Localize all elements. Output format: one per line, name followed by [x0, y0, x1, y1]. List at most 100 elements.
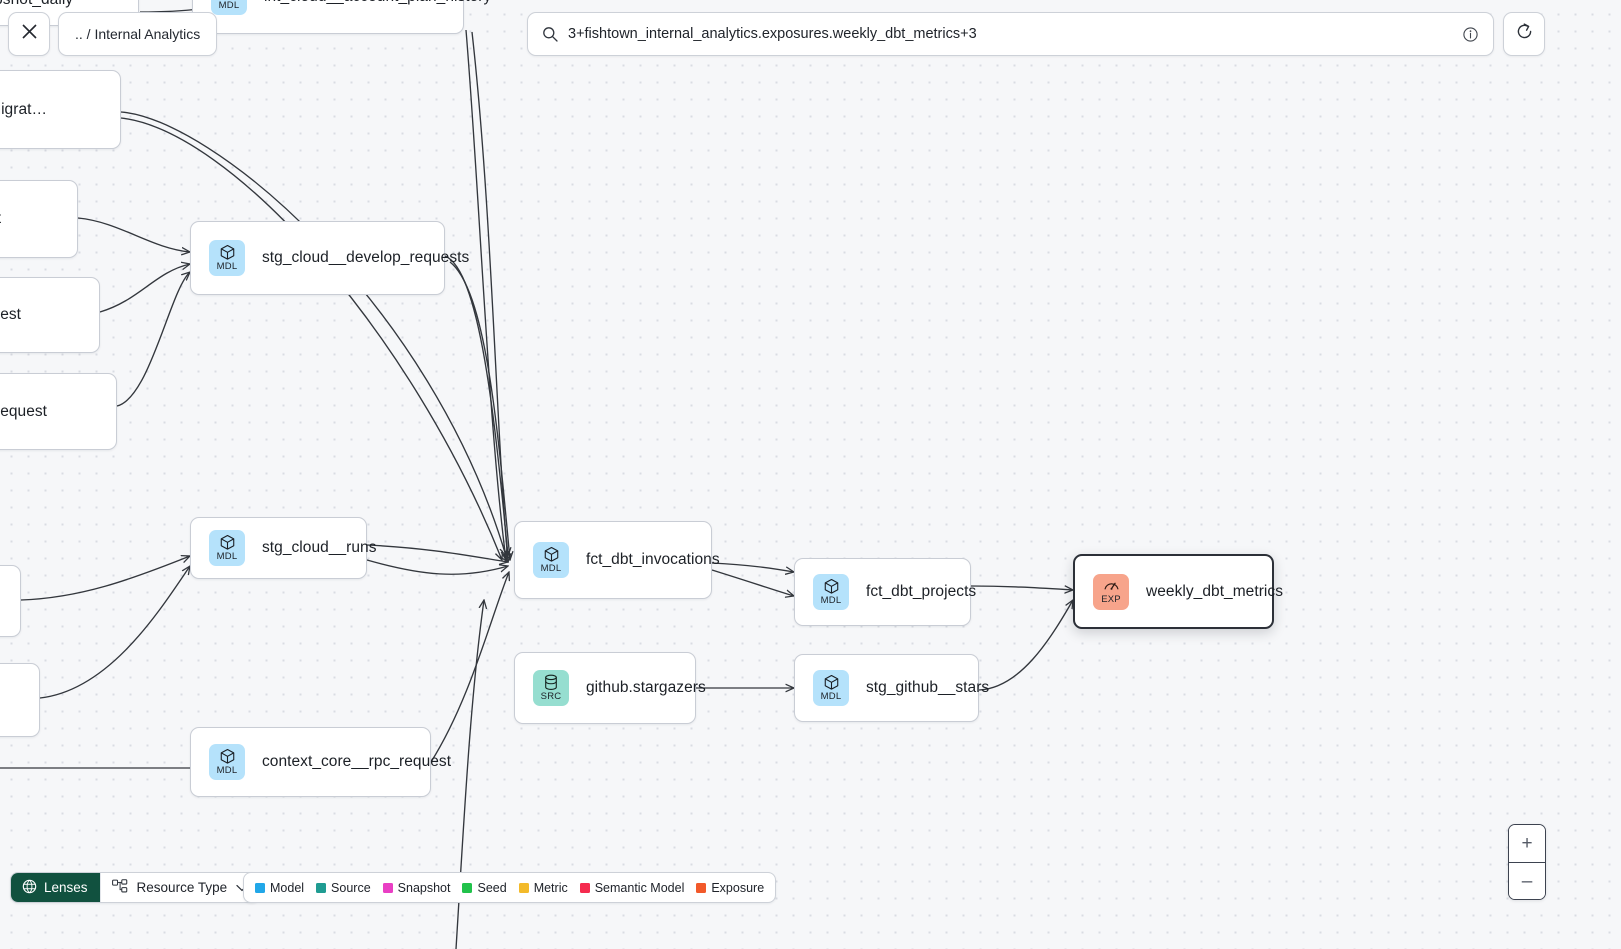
lineage-edge	[39, 566, 190, 699]
lenses-label: Lenses	[44, 880, 88, 895]
lineage-search[interactable]	[527, 12, 1494, 56]
cube-icon	[543, 546, 560, 563]
lineage-edge	[116, 272, 190, 407]
node-label: context_core__rpc_request	[262, 753, 452, 770]
node-label: fct_dbt_invocations	[586, 551, 720, 568]
breadcrumb-label: .. / Internal Analytics	[75, 26, 201, 42]
lineage-node[interactable]: MDL stg_github__stars	[794, 654, 989, 722]
legend-label: Seed	[477, 880, 507, 895]
legend-label: Model	[270, 880, 305, 895]
legend-item[interactable]: Model	[255, 881, 304, 895]
resource-type-label: Resource Type	[136, 880, 228, 895]
lineage-node[interactable]: _develop_request	[0, 373, 117, 450]
node-type-label: MDL	[820, 595, 842, 606]
lineage-node[interactable]: MDL stg_cloud__runs	[190, 517, 376, 579]
cube-icon	[219, 534, 236, 551]
legend-swatch	[579, 882, 590, 893]
lineage-edge	[20, 556, 190, 601]
lineage-node[interactable]: SRC github.stargazers	[514, 652, 706, 724]
node-type-label: SRC	[540, 691, 562, 702]
legend-item[interactable]: Semantic Model	[579, 880, 685, 895]
lineage-edge	[366, 544, 508, 562]
legend-item[interactable]: Source	[316, 881, 371, 895]
zoom-out-button[interactable]: –	[1509, 862, 1545, 899]
analytics-icon	[1103, 578, 1120, 594]
lineage-edge	[120, 117, 502, 560]
lineage-edge	[77, 217, 190, 252]
node-type-label: MDL	[216, 551, 238, 562]
legend-swatch	[382, 882, 393, 893]
lineage-node[interactable]: velop_request	[0, 277, 100, 353]
node-label: github.stargazers	[586, 679, 706, 696]
zoom-in-button[interactable]: +	[1509, 825, 1545, 862]
lineage-edge	[366, 559, 508, 575]
node-label: _develop_request	[0, 402, 48, 420]
legend-label: Semantic Model	[594, 880, 685, 895]
node-type-label: MDL	[540, 563, 562, 574]
resource-type-dropdown[interactable]: Resource Type	[99, 873, 260, 902]
lineage-node[interactable]: MDL context_core__rpc_request	[190, 727, 451, 797]
search-input[interactable]	[568, 26, 1452, 42]
node-label: stg_github__stars	[866, 679, 990, 696]
lens-control-group: Lenses Resource Type	[10, 872, 261, 903]
search-icon	[542, 26, 558, 42]
legend-item[interactable]: Snapshot	[382, 880, 451, 895]
lineage-edge	[711, 569, 794, 596]
legend-label: Exposure	[711, 880, 765, 895]
node-type-label: EXP	[1101, 594, 1121, 605]
legend-label: Metric	[533, 880, 568, 895]
lineage-node[interactable]: MDL fct_dbt_invocations	[514, 521, 720, 599]
legend-item[interactable]: Seed	[462, 880, 507, 895]
lineage-node[interactable]: multicell_migrat…	[0, 70, 121, 149]
node-label: int_cloud__account_plan_history	[264, 0, 491, 6]
breadcrumb[interactable]: .. / Internal Analytics	[58, 12, 218, 56]
node-type-label: MDL	[216, 765, 238, 776]
lineage-edge	[471, 31, 508, 562]
lineage-edge	[465, 29, 506, 560]
legend-swatch	[462, 882, 473, 893]
lineage-node[interactable]: MDLint_cloud__account_plan_history	[192, 0, 491, 34]
node-label: fct_dbt_projects	[866, 583, 977, 600]
lineage-edge	[711, 562, 794, 572]
cube-icon	[219, 244, 236, 261]
node-label: snapshot_daily	[0, 0, 73, 9]
node-label: stg_cloud__develop_requests	[262, 249, 470, 266]
node-label: velop_request	[0, 306, 22, 323]
lineage-edge	[978, 600, 1073, 691]
info-icon[interactable]	[1462, 26, 1479, 43]
legend-item[interactable]: Exposure	[696, 881, 764, 895]
legend-item[interactable]: Metric	[518, 880, 568, 895]
refresh-button[interactable]	[1503, 12, 1545, 56]
resource-type-legend: Model Source Snapshot Seed Metric Semantic Mo…	[243, 872, 777, 903]
legend-swatch	[518, 882, 529, 893]
close-button[interactable]	[8, 12, 50, 56]
lens-icon	[22, 879, 37, 897]
node-label: op_request	[0, 210, 1, 228]
node-type-badge-src: SRC	[533, 670, 569, 706]
legend-label: Snapshot	[397, 880, 451, 895]
lineage-edge	[970, 586, 1073, 590]
lineage-node[interactable]: MDL fct_dbt_projects	[794, 558, 976, 626]
close-icon	[21, 23, 38, 45]
legend-swatch	[255, 882, 265, 893]
lineage-node[interactable]: _run	[0, 663, 40, 737]
lineage-edge	[99, 264, 190, 313]
node-type-badge-mdl: MDL	[813, 670, 849, 706]
legend-swatch	[316, 882, 327, 893]
lineage-edge	[444, 255, 508, 556]
zoom-controls: + –	[1508, 824, 1546, 900]
lineage-node[interactable]: n	[0, 565, 21, 637]
legend-swatch	[696, 882, 707, 893]
node-label: stg_cloud__runs	[262, 539, 377, 556]
lineage-node[interactable]: EXP weekly_dbt_metrics	[1073, 554, 1283, 629]
node-type-badge-mdl: MDL	[813, 574, 849, 610]
legend-label: Source	[331, 880, 371, 895]
lenses-button[interactable]: Lenses	[11, 873, 100, 902]
lineage-edge	[449, 261, 510, 560]
resource-type-icon	[111, 878, 128, 897]
node-label: weekly_dbt_metrics	[1146, 582, 1284, 600]
lineage-node[interactable]: op_request	[0, 180, 78, 258]
